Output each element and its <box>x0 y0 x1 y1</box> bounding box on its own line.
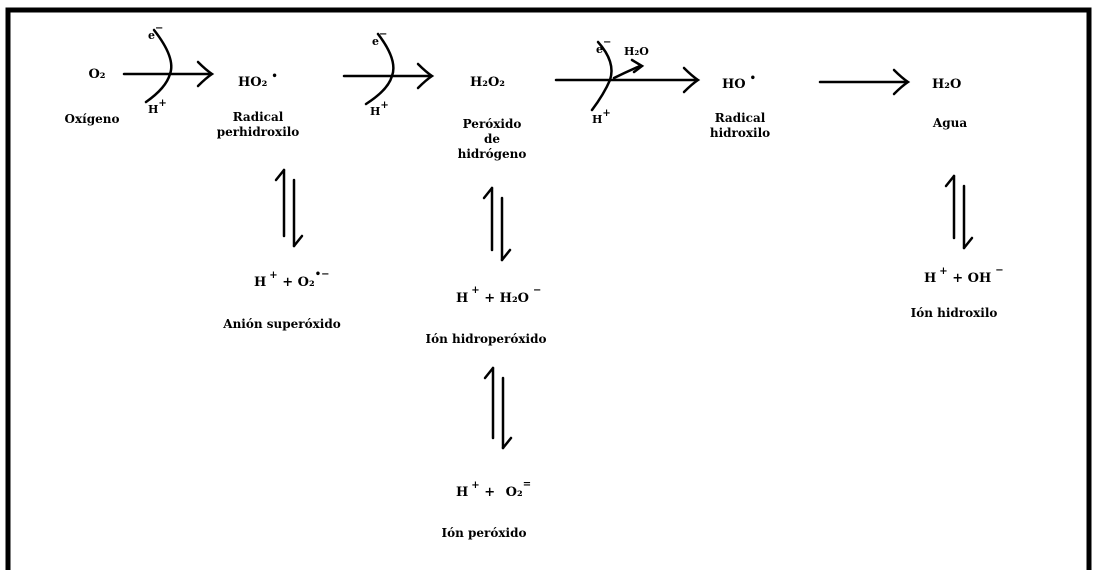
species-h2o2-formula: H₂O₂ <box>470 75 505 90</box>
equilibrium-arrows-superoxide <box>274 168 304 248</box>
species-h2o2-name-line-1: Peróxido <box>462 117 522 131</box>
reagent-electron-3: e− <box>596 37 612 56</box>
hydroxyl-name: Ión hidroxilo <box>910 306 998 320</box>
frame-border <box>5 7 1092 570</box>
superoxide-equation: H+ + O₂•− <box>254 269 330 290</box>
species-ho-formula: HO• <box>722 73 757 92</box>
species-ho2-name-line-2: perhidroxilo <box>216 125 300 139</box>
species-ho2-formula: HO₂• <box>238 71 278 90</box>
species-ho2-name-line-1: Radical <box>232 110 284 124</box>
reaction-arrow-3-water-curve <box>612 64 642 80</box>
reagent-electron-2: e− <box>372 29 388 48</box>
reaction-arrow-1-curve <box>144 28 173 104</box>
species-h2o-formula: H₂O <box>932 77 962 92</box>
species-o2-formula: O₂ <box>88 67 106 82</box>
peroxide-equation: H+ + O₂= <box>456 479 532 500</box>
reaction-arrow-1-head <box>196 60 215 88</box>
reagent-proton-3: H+ <box>592 108 611 126</box>
reaction-arrow-3-head <box>682 66 701 94</box>
reagent-water-3: H₂O <box>624 45 649 58</box>
species-o2-name: Oxígeno <box>64 112 120 126</box>
reaction-arrow-2-curve <box>364 32 395 106</box>
reaction-arrow-2-head <box>416 62 435 90</box>
reagent-proton-1: H+ <box>148 98 167 116</box>
reagent-proton-2: H+ <box>370 100 389 118</box>
hydroxyl-equation: H+ + OH− <box>924 265 1004 286</box>
reaction-arrow-4-head <box>892 68 911 96</box>
hydroperoxide-equation: H+ + H₂O− <box>456 285 542 306</box>
species-h2o2-name-line-2: de <box>483 132 501 146</box>
reaction-arrow-3-curve <box>590 40 613 112</box>
peroxide-name: Ión peróxido <box>441 526 527 540</box>
species-h2o-name: Agua <box>932 116 968 130</box>
equilibrium-arrows-hydroxyl <box>944 174 974 250</box>
species-ho-name-line-2: hidroxilo <box>709 126 771 140</box>
reagent-electron-1: e− <box>148 23 164 42</box>
species-ho-name-line-1: Radical <box>714 111 766 125</box>
hydroperoxide-name: Ión hidroperóxido <box>425 332 547 346</box>
equilibrium-arrows-hydroperoxide <box>482 186 512 262</box>
equilibrium-arrows-peroxide <box>483 366 513 450</box>
superoxide-name: Anión superóxido <box>223 317 341 331</box>
species-h2o2-name-line-3: hidrógeno <box>457 147 527 161</box>
